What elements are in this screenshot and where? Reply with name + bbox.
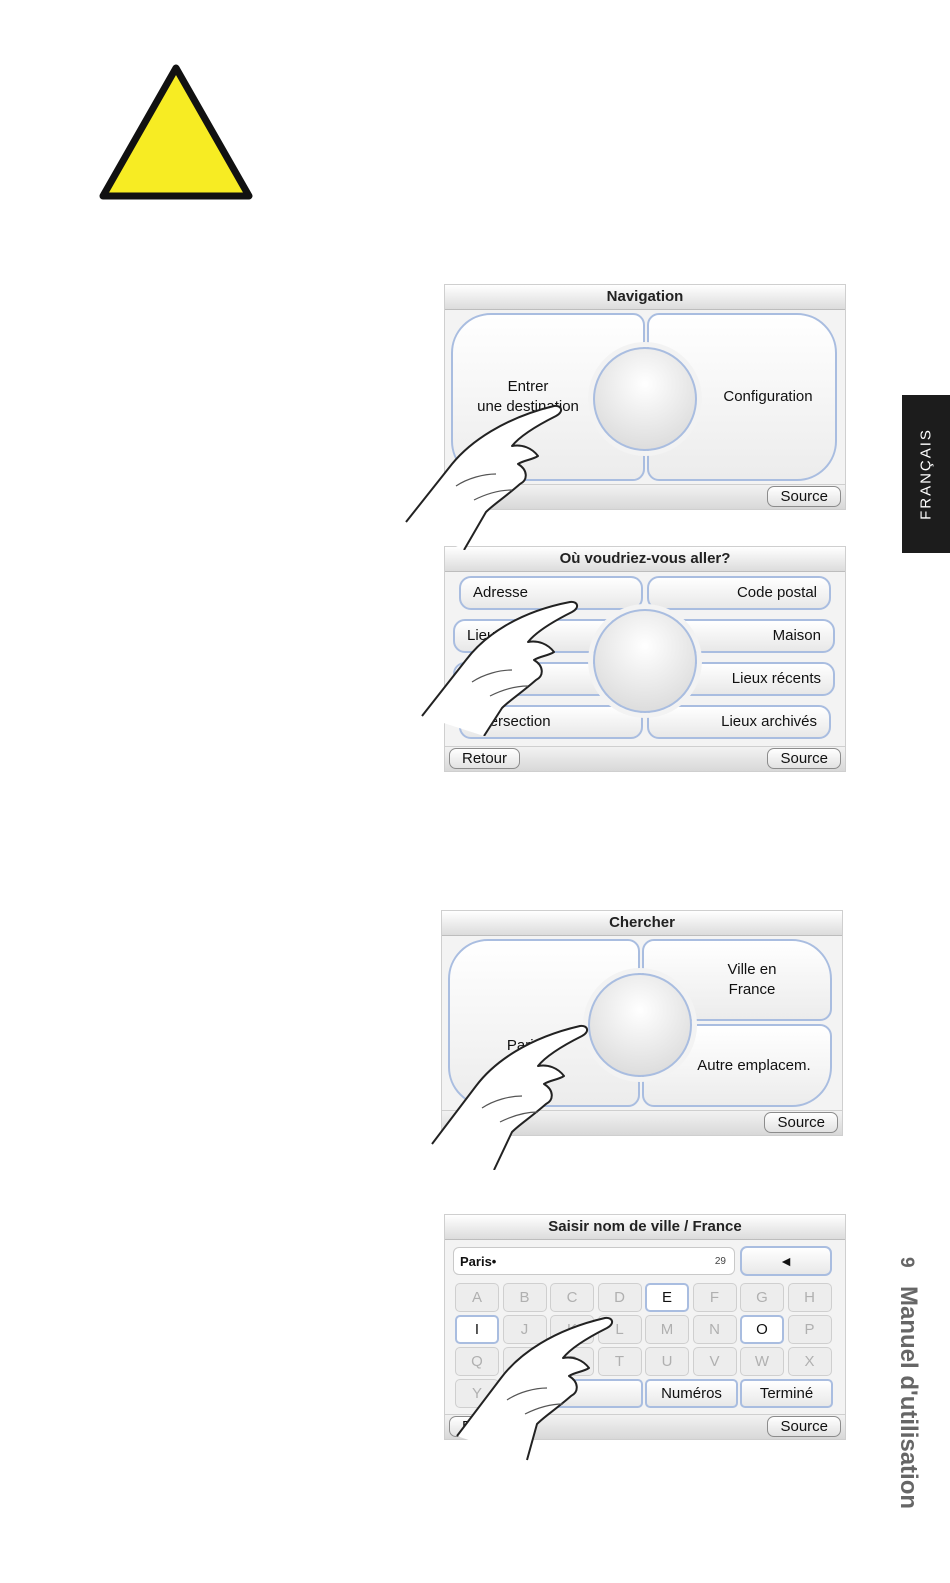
language-tab: FRANÇAIS <box>902 395 950 553</box>
screen-title: Où voudriez-vous aller? <box>445 547 845 572</box>
screen-title: Navigation <box>445 285 845 310</box>
other-location-label: Autre emplacem. <box>697 1056 811 1074</box>
key-a[interactable]: A <box>455 1283 499 1312</box>
navigation-screen: Navigation Entrer une destination Configu… <box>444 284 846 510</box>
center-hub <box>593 347 697 451</box>
search-screen: Chercher Paris Ville en France Autre empl… <box>441 910 843 1136</box>
city-entry-screen: Saisir nom de ville / France Paris• 29 ◄… <box>444 1214 846 1440</box>
key-c[interactable]: C <box>550 1283 594 1312</box>
source-button[interactable]: Source <box>767 1416 841 1437</box>
language-tab-label: FRANÇAIS <box>917 428 935 520</box>
key-h[interactable]: H <box>787 1283 832 1312</box>
key-v[interactable]: V <box>692 1347 737 1376</box>
destination-screen: Où voudriez-vous aller? Adresse Lieu Int… <box>444 546 846 772</box>
key-f[interactable]: F <box>692 1283 737 1312</box>
city-input-text: Paris• <box>460 1254 497 1269</box>
numbers-key[interactable]: Numéros <box>645 1379 738 1408</box>
source-button[interactable]: Source <box>764 1112 838 1133</box>
center-hub <box>593 609 697 713</box>
screen-title: Chercher <box>442 911 842 936</box>
key-n[interactable]: N <box>692 1315 737 1344</box>
home-option[interactable]: Maison <box>669 619 835 653</box>
intersection-option[interactable]: Intersection <box>459 705 643 739</box>
key-k[interactable]: K <box>550 1315 594 1344</box>
key-b[interactable]: B <box>502 1283 547 1312</box>
saved-places-option[interactable]: Lieux archivés <box>647 705 831 739</box>
backspace-key[interactable]: ◄ <box>740 1246 832 1276</box>
city-in-france-line1: Ville en <box>727 961 777 978</box>
city-in-france-line2: France <box>728 981 776 998</box>
manual-title: Manuel d'utilisation <box>894 1285 922 1510</box>
key-o[interactable]: O <box>740 1315 784 1344</box>
bottom-bar: Retour Source <box>445 746 845 771</box>
postal-code-option[interactable]: Code postal <box>647 576 831 610</box>
done-key[interactable]: Terminé <box>740 1379 833 1408</box>
key-y[interactable]: Y <box>455 1379 499 1408</box>
back-button[interactable]: Retour <box>449 1416 521 1437</box>
space-key[interactable] <box>551 1379 643 1408</box>
key-i[interactable]: I <box>455 1315 499 1344</box>
screen-title: Saisir nom de ville / France <box>445 1215 845 1240</box>
enter-destination-line2: une destination <box>477 398 579 415</box>
warning-icon <box>99 64 253 200</box>
bottom-bar: Retour Source <box>445 1414 845 1439</box>
key-m[interactable]: M <box>645 1315 689 1344</box>
enter-destination-line1: Entrer <box>507 378 549 395</box>
page-footer: 9 Manuel d'utilisation <box>870 1218 945 1548</box>
key-u[interactable]: U <box>645 1347 689 1376</box>
key-t[interactable]: T <box>597 1347 642 1376</box>
source-button[interactable]: Source <box>767 486 841 507</box>
key-e[interactable]: E <box>645 1283 689 1312</box>
key-w[interactable]: W <box>740 1347 784 1376</box>
key-q[interactable]: Q <box>455 1347 499 1376</box>
key-x[interactable]: X <box>787 1347 832 1376</box>
key-p[interactable]: P <box>787 1315 832 1344</box>
back-button[interactable]: Retour <box>449 748 521 769</box>
recent-places-option[interactable]: Lieux récents <box>669 662 835 696</box>
key-s[interactable]: S <box>550 1347 594 1376</box>
paris-label: Paris <box>506 1036 542 1054</box>
key-z[interactable]: Z <box>502 1379 547 1408</box>
bottom-bar: Source <box>442 1110 842 1135</box>
key-d[interactable]: D <box>597 1283 642 1312</box>
key-r[interactable]: R <box>502 1347 547 1376</box>
city-input[interactable]: Paris• 29 <box>453 1247 735 1275</box>
configuration-button[interactable]: Configuration <box>647 313 837 481</box>
match-count: 29 <box>714 1256 726 1267</box>
key-g[interactable]: G <box>740 1283 784 1312</box>
bottom-bar: Source <box>445 484 845 509</box>
configuration-label: Configuration <box>723 388 813 405</box>
address-option[interactable]: Adresse <box>459 576 643 610</box>
key-j[interactable]: J <box>502 1315 547 1344</box>
page-number: 9 <box>895 1256 917 1268</box>
key-l[interactable]: L <box>597 1315 642 1344</box>
source-button[interactable]: Source <box>767 748 841 769</box>
center-hub <box>588 973 692 1077</box>
